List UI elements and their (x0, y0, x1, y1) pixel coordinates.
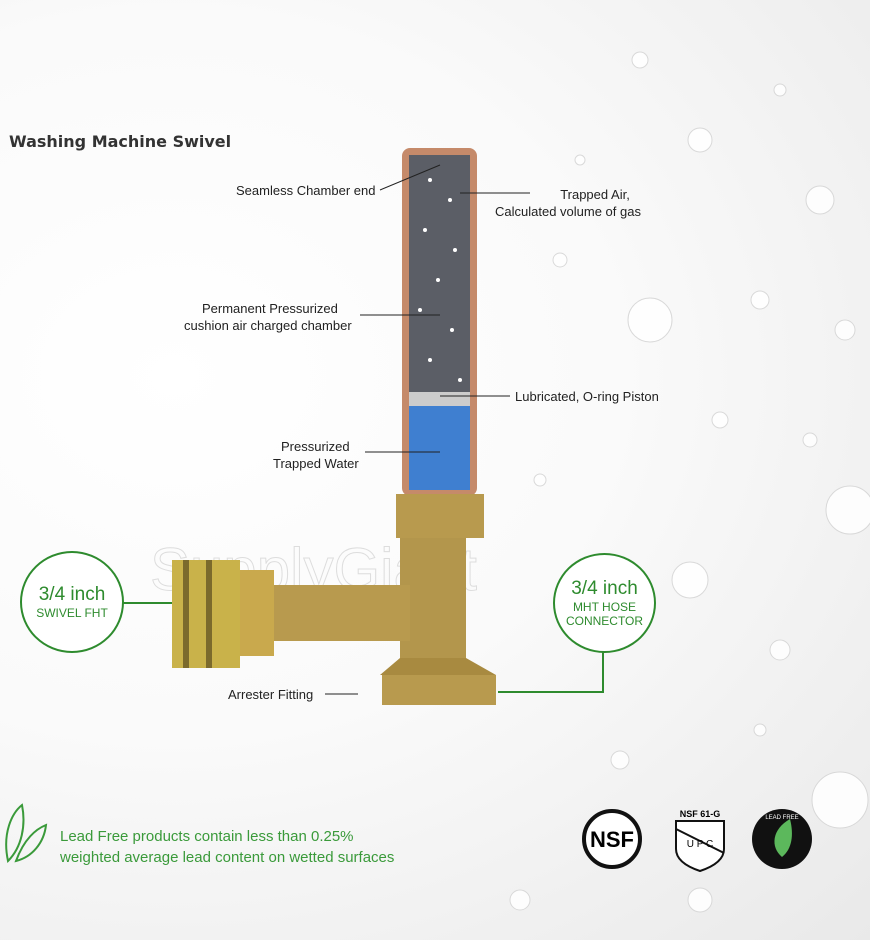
label-water-1: Pressurized (281, 439, 350, 454)
connector-size: 3/4 inch (571, 578, 638, 599)
air-chamber (409, 155, 470, 395)
label-chamber-end: Seamless Chamber end (236, 183, 376, 198)
hex-nut (396, 494, 484, 538)
tee-body (400, 538, 466, 658)
side-arm (270, 585, 410, 641)
nsf-badge-icon: NSF (582, 809, 642, 869)
label-trapped-air: Trapped Air, (560, 187, 630, 202)
swivel-type: SWIVEL FHT (36, 606, 108, 620)
label-arrester-fitting: Arrester Fitting (228, 687, 314, 702)
label-trapped-air-2: Calculated volume of gas (495, 204, 641, 219)
upc-badge-icon: NSF 61-G U P C (675, 809, 725, 873)
svg-text:NSF: NSF (590, 827, 634, 852)
svg-text:U P C: U P C (687, 839, 714, 850)
swivel-size: 3/4 inch (38, 584, 106, 605)
piston (409, 392, 470, 406)
mht-connector-callout: 3/4 inch MHT HOSE CONNECTOR (553, 553, 656, 653)
water (409, 406, 470, 490)
page-title: Washing Machine Swivel (9, 132, 232, 151)
label-piston: Lubricated, O-ring Piston (515, 389, 659, 404)
svg-text:NSF 61-G: NSF 61-G (680, 809, 721, 819)
lead-free-badge-icon: LEAD FREE (752, 809, 812, 869)
certification-badges: NSF NSF 61-G U P C LEAD FREE (582, 809, 812, 873)
lead-free-note: Lead Free products contain less than 0.2… (60, 828, 395, 866)
connector-type-2: CONNECTOR (565, 614, 644, 628)
mht-thread (382, 675, 496, 705)
svg-text:LEAD FREE: LEAD FREE (765, 815, 798, 821)
connector-type-1: MHT HOSE (572, 600, 637, 614)
label-pressurized-2: cushion air charged chamber (184, 318, 352, 333)
label-water-2: Trapped Water (273, 456, 359, 471)
label-pressurized-1: Permanent Pressurized (202, 301, 338, 316)
swivel-fht-callout: 3/4 inch SWIVEL FHT (20, 551, 124, 653)
leaf-icon (5, 803, 48, 863)
